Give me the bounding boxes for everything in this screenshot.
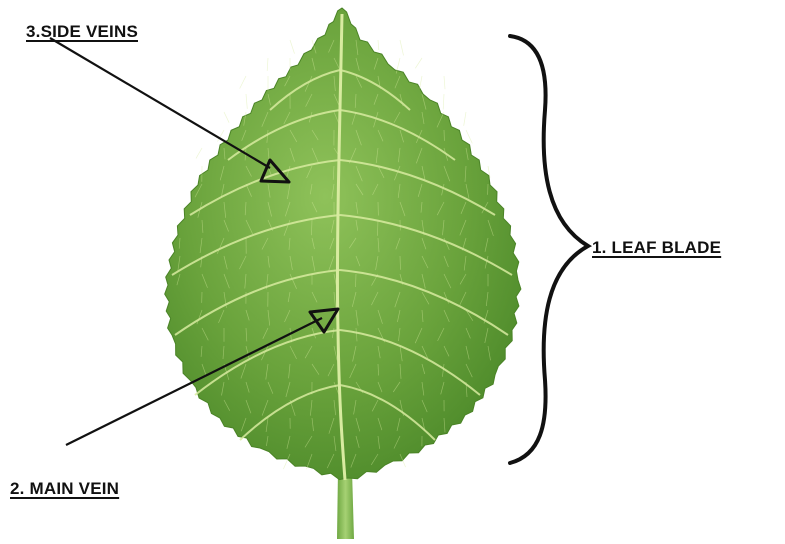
side-vein xyxy=(443,94,444,110)
side-vein xyxy=(464,112,466,126)
leaf-stem xyxy=(337,470,354,539)
side-vein xyxy=(290,40,295,54)
side-vein xyxy=(246,94,247,109)
side-vein xyxy=(356,274,357,287)
side-vein xyxy=(466,130,472,143)
leaf-blade-label: 1. LEAF BLADE xyxy=(592,238,721,258)
side-vein xyxy=(420,76,422,88)
leaf-blade-bracket xyxy=(510,36,588,463)
side-vein xyxy=(240,76,246,89)
side-vein xyxy=(415,58,422,68)
side-vein xyxy=(267,58,268,71)
leaf-blade-shape xyxy=(165,8,521,480)
side-veins-pointer-line xyxy=(50,38,270,168)
side-vein xyxy=(400,256,401,270)
side-vein xyxy=(196,148,202,158)
main-vein-label: 2. MAIN VEIN xyxy=(10,479,119,499)
side-vein xyxy=(400,40,404,55)
side-vein xyxy=(378,40,379,50)
side-vein xyxy=(444,76,445,89)
side-vein xyxy=(224,112,229,123)
side-veins-label: 3.SIDE VEINS xyxy=(26,22,138,42)
